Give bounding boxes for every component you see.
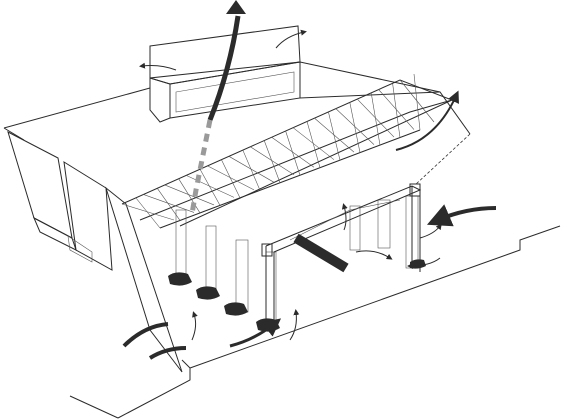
up-arrow-icon bbox=[226, 0, 246, 14]
truss-member bbox=[328, 112, 341, 161]
airflow-arrows bbox=[122, 0, 497, 360]
truss-member bbox=[370, 93, 381, 146]
left-hatched-wall bbox=[7, 131, 183, 373]
truss-member bbox=[413, 73, 421, 131]
truss-member bbox=[186, 175, 235, 198]
vehicles bbox=[168, 259, 426, 332]
ground-slab bbox=[69, 225, 561, 419]
truss-member bbox=[221, 159, 241, 198]
portal-frame bbox=[261, 183, 422, 330]
clerestory-monitor bbox=[149, 25, 301, 123]
truss-member bbox=[164, 184, 215, 206]
truss-member bbox=[178, 178, 201, 214]
truss-member bbox=[285, 131, 301, 176]
truss-member bbox=[121, 203, 175, 221]
truss-member bbox=[135, 197, 161, 229]
columns bbox=[175, 195, 419, 327]
roof-truss bbox=[121, 73, 454, 229]
truss-member bbox=[199, 169, 221, 206]
truss-member bbox=[349, 102, 361, 153]
truss-member bbox=[392, 83, 401, 138]
truss-member bbox=[264, 140, 281, 183]
truss-member bbox=[242, 150, 261, 191]
truss-member bbox=[207, 165, 255, 191]
truss-member bbox=[143, 194, 195, 213]
truss-web bbox=[121, 73, 435, 229]
truss-member bbox=[250, 146, 295, 176]
truss-member bbox=[228, 156, 275, 183]
truss-member bbox=[306, 121, 321, 168]
truss-member bbox=[271, 136, 315, 168]
